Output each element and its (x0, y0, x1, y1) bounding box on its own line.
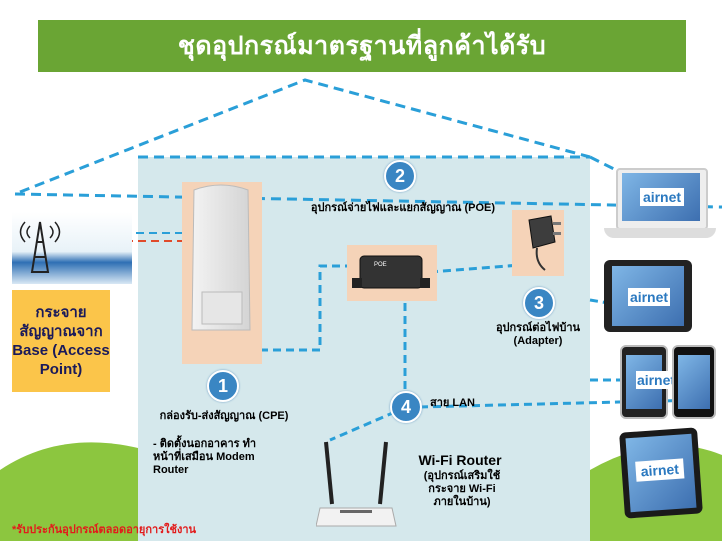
tablet-device-icon: airnet (604, 260, 692, 332)
laptop-device-icon: airnet (604, 168, 716, 240)
antenna-tower-icon (12, 212, 132, 284)
tablet-brand: airnet (628, 288, 670, 306)
adapter-label: อุปกรณ์ต่อไฟบ้าน (Adapter) (495, 322, 581, 347)
page-title: ชุดอุปกรณ์มาตรฐานที่ลูกค้าได้รับ (38, 20, 686, 72)
poe-label: อุปกรณ์จ่ายไฟและแยกสัญญาณ (POE) (310, 202, 496, 214)
cpe-note: - ติดตั้งนอกอาคาร ทำหน้าที่เสมือน Modem … (153, 438, 257, 476)
step-badge-4: 4 (390, 391, 422, 423)
base-access-point-label: กระจายสัญญาณจาก Base (Access Point) (12, 290, 110, 392)
step-badge-3: 3 (523, 287, 555, 319)
phone-device-icon-2 (672, 345, 716, 419)
adapter-icon (528, 215, 561, 271)
poe-device-text: POE (374, 262, 387, 268)
warranty-note: *รับประกันอุปกรณ์ตลอดอายุการใช้งาน (12, 524, 197, 536)
handheld-brand: airnet (635, 458, 685, 482)
step-badge-1: 1 (207, 370, 239, 402)
step-badge-2: 2 (384, 160, 416, 192)
lan-cable-label: สาย LAN (430, 397, 475, 409)
poe-device-icon: POE (352, 255, 430, 289)
handheld-tablet-icon: airnet (619, 427, 703, 519)
wifi-router-title: Wi-Fi Router (418, 452, 502, 468)
laptop-brand: airnet (640, 188, 684, 206)
wifi-router-icon (316, 441, 397, 527)
phone-device-icon: airnet (620, 345, 676, 419)
cpe-device-icon (191, 184, 251, 331)
phone-brand: airnet (636, 371, 676, 389)
wifi-router-desc: (อุปกรณ์เสริมใช้กระจาย Wi-Fi ภายในบ้าน) (423, 470, 501, 508)
cpe-label: กล่องรับ-ส่งสัญญาณ (CPE) (159, 410, 289, 422)
